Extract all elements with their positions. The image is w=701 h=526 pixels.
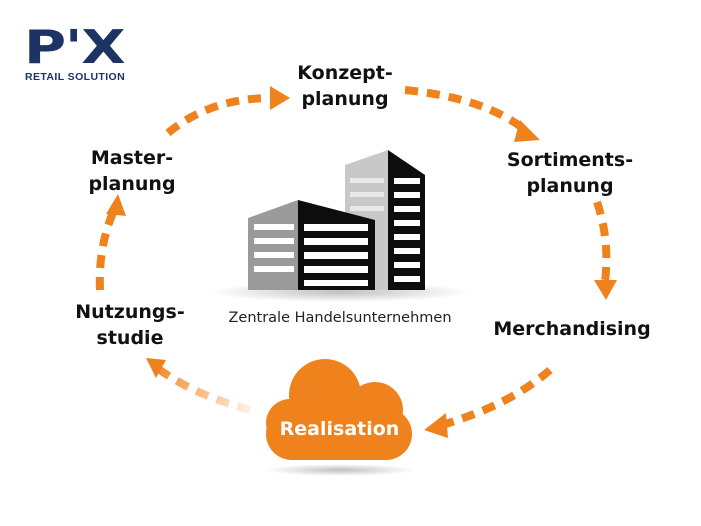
arrow-sortiment-to-merch	[593, 200, 611, 283]
cloud-icon	[265, 359, 415, 476]
step-sortimentsplanung: Sortiments- planung	[506, 149, 634, 197]
arrowhead-realisation	[424, 413, 448, 438]
arrowhead-konzept	[270, 86, 290, 110]
arrowhead-master	[106, 194, 126, 216]
arrowhead-nutzung	[146, 358, 166, 378]
logo-mark: P'X	[24, 20, 126, 74]
arrow-master-to-konzept	[165, 94, 273, 137]
arrowhead-merch	[594, 280, 617, 300]
arrow-realisation-to-nutzung	[157, 366, 252, 414]
logo-subtitle: RETAIL SOLUTION	[25, 71, 126, 83]
center-label: Zentrale Handelsunternehmen	[228, 310, 452, 326]
step-realisation: Realisation	[279, 418, 400, 440]
step-masterplanung: Master- planung	[88, 147, 176, 195]
arrow-merch-to-realisation	[440, 366, 553, 429]
office-building-icon	[210, 150, 470, 302]
step-nutzungsstudie: Nutzungs- studie	[75, 301, 185, 349]
arrowhead-sortiment	[514, 120, 540, 142]
step-konzeptplanung: Konzept- planung	[297, 62, 393, 110]
step-merchandising: Merchandising	[493, 318, 651, 340]
arrow-nutzung-to-master	[95, 206, 119, 291]
px-logo: P'X RETAIL SOLUTION	[24, 24, 144, 84]
arrow-konzept-to-sortiment	[404, 86, 528, 134]
